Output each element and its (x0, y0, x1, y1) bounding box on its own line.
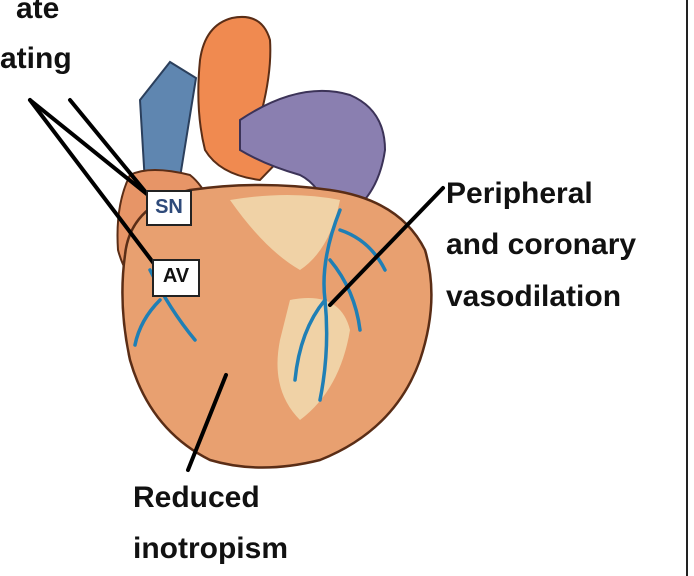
sn-node-box: SN (146, 190, 192, 226)
label-reduced-line2: inotropism (133, 530, 288, 567)
label-peripheral-line1: Peripheral (446, 175, 593, 212)
label-peripheral-line2: and coronary (446, 226, 636, 263)
av-node-box: AV (152, 259, 200, 297)
label-rate-fragment: ate (16, 0, 59, 27)
label-peripheral-line3: vasodilation (446, 278, 621, 315)
label-reduced-line1: Reduced (133, 479, 260, 516)
label-gating-fragment: ating (0, 40, 72, 77)
